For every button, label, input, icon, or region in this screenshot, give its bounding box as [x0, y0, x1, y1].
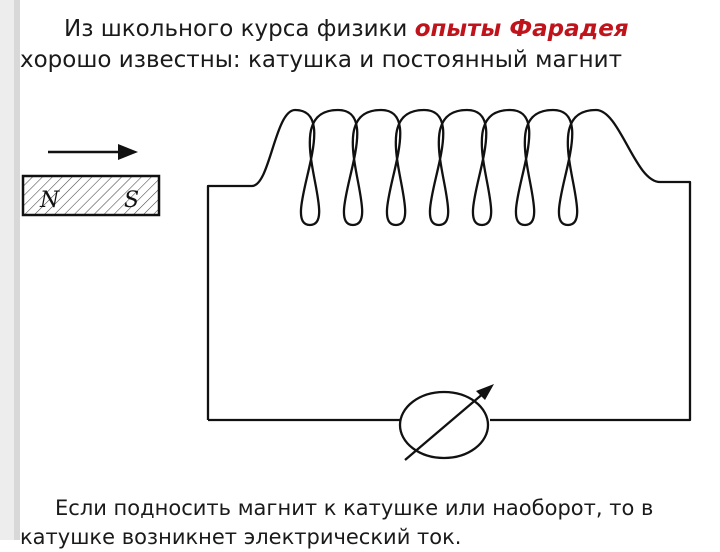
magnet-south-label: S [124, 188, 139, 213]
motion-arrow-icon [48, 144, 138, 160]
left-decor-stripe [14, 0, 20, 540]
slide-caption: Если подносить магнит к катушке или наоб… [20, 494, 710, 552]
coil-circuit [206, 108, 692, 422]
slide-title: Из школьного курса физики опыты Фарадея … [20, 14, 710, 76]
title-line-2: хорошо известны: катушка и постоянный ма… [20, 47, 623, 73]
bar-magnet: N S [21, 174, 161, 217]
magnet-north-label: N [39, 188, 60, 213]
left-decor-band [0, 0, 20, 540]
title-accent: опыты Фарадея [414, 16, 629, 42]
title-line-1: Из школьного курса физики опыты Фарадея [20, 14, 710, 45]
faraday-experiment-diagram: N S [21, 108, 692, 461]
galvanometer-icon [398, 384, 494, 461]
coil-winding [206, 108, 692, 422]
title-prefix: Из школьного курса физики [64, 16, 415, 42]
caption-line-2: катушке возникнет электрический ток. [20, 525, 462, 549]
caption-line-1: Если подносить магнит к катушке или наоб… [55, 496, 654, 520]
